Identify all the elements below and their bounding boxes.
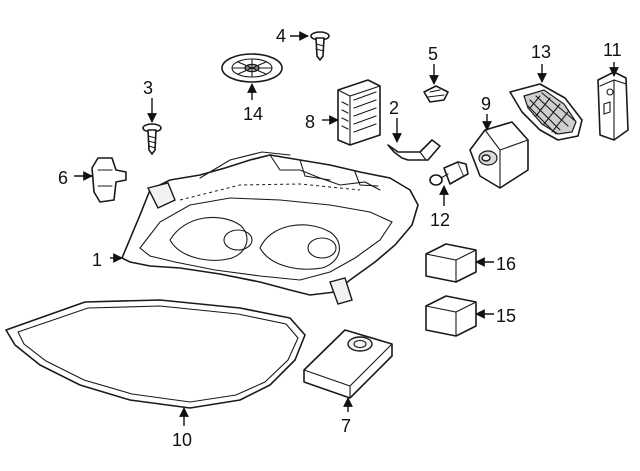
bulb	[429, 161, 469, 186]
side-cover	[597, 71, 629, 141]
callout-number-1: 1	[92, 250, 102, 270]
screw-4	[310, 31, 330, 61]
rear-cover	[509, 83, 583, 141]
lens-gasket	[5, 299, 306, 409]
callout-number-5: 5	[428, 44, 438, 64]
callout-number-3: 3	[143, 78, 153, 98]
bracket	[387, 139, 441, 161]
headlight-assembly	[121, 151, 419, 305]
ballast-control-unit	[303, 329, 393, 399]
callout-number-9: 9	[481, 94, 491, 114]
callout-number-6: 6	[58, 168, 68, 188]
module-box-upper	[425, 243, 477, 283]
control-module	[337, 79, 381, 146]
module-box-lower	[425, 295, 477, 337]
callout-number-16: 16	[496, 254, 516, 274]
callout-number-7: 7	[341, 416, 351, 436]
callout-number-14: 14	[243, 104, 263, 124]
adjuster-bracket	[91, 157, 127, 203]
screw-3	[142, 123, 162, 155]
callout-number-11: 11	[603, 40, 622, 60]
callout-number-2: 2	[389, 98, 399, 118]
igniter-module	[469, 121, 529, 189]
clip	[423, 85, 449, 103]
callout-number-12: 12	[430, 210, 450, 230]
callout-number-8: 8	[305, 112, 315, 132]
dust-cap	[221, 53, 283, 83]
callout-number-13: 13	[531, 42, 551, 62]
callout-number-10: 10	[172, 430, 192, 450]
callout-number-4: 4	[276, 26, 286, 46]
callout-number-15: 15	[496, 306, 516, 326]
